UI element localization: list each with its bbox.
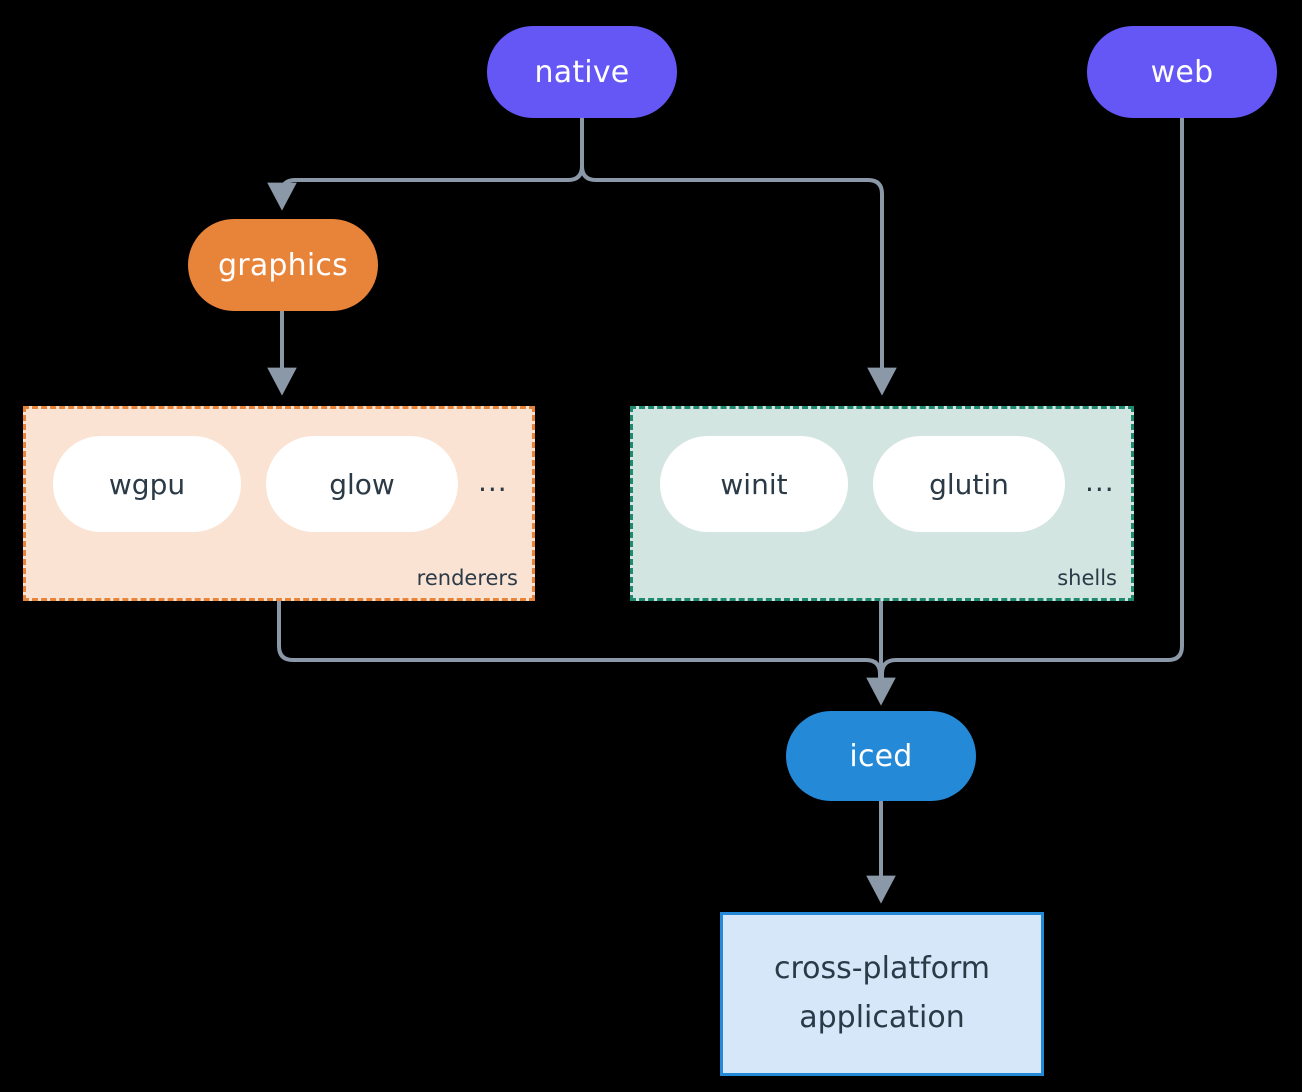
node-iced-label: iced <box>849 738 913 774</box>
chip-glutin-label: glutin <box>929 467 1009 501</box>
chip-glow-label: glow <box>329 467 395 501</box>
node-native[interactable]: native <box>487 26 677 118</box>
application-label-line1: cross-platform <box>773 951 991 987</box>
node-iced[interactable]: iced <box>786 711 976 801</box>
chip-winit[interactable]: winit <box>660 436 848 532</box>
node-graphics[interactable]: graphics <box>188 219 378 311</box>
chip-glutin[interactable]: glutin <box>873 436 1065 532</box>
node-cross-platform-application[interactable]: cross-platform application <box>720 912 1044 1076</box>
group-renderers[interactable]: wgpu glow ... renderers <box>23 406 535 601</box>
edge-native-to-graphics <box>267 118 584 211</box>
chip-winit-label: winit <box>720 467 788 501</box>
chip-wgpu[interactable]: wgpu <box>53 436 241 532</box>
application-label-line2: application <box>799 1000 965 1035</box>
edge-native-to-shells <box>580 118 897 396</box>
chip-wgpu-label: wgpu <box>108 467 186 501</box>
group-shells[interactable]: winit glutin ... shells <box>630 406 1134 601</box>
node-web-label: web <box>1150 54 1214 90</box>
group-shells-label: shells <box>1057 566 1117 590</box>
chip-glow[interactable]: glow <box>266 436 458 532</box>
node-graphics-label: graphics <box>218 247 348 283</box>
edge-renderers-to-iced <box>277 601 882 697</box>
renderers-overflow-ellipsis: ... <box>478 465 508 498</box>
shells-overflow-ellipsis: ... <box>1085 465 1115 498</box>
group-renderers-label: renderers <box>416 566 518 590</box>
node-web[interactable]: web <box>1087 26 1277 118</box>
node-native-label: native <box>534 54 630 90</box>
